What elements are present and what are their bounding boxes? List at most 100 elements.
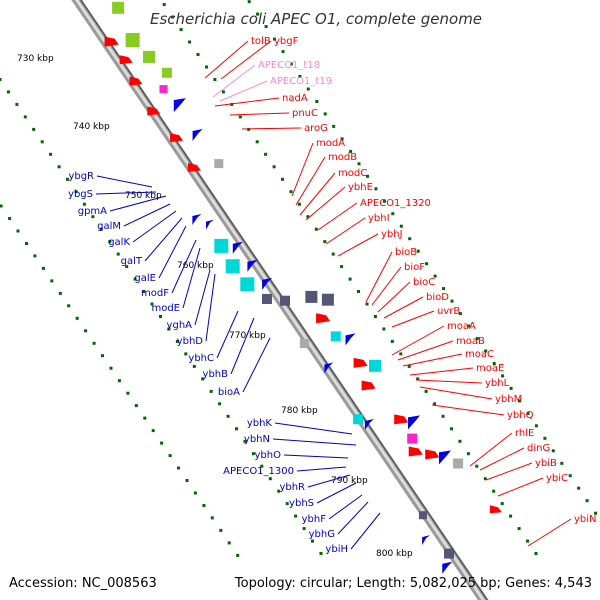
leader-line-moac (402, 353, 463, 367)
ring-dot (323, 240, 327, 244)
gene-arrow-forward (187, 163, 201, 172)
gene-label-modc: modC (338, 168, 367, 179)
ring-dot (357, 290, 360, 293)
ring-dot (509, 514, 513, 518)
gene-label-moac: moaC (465, 349, 494, 360)
ring-dot (450, 427, 453, 431)
leader-line-galk (132, 210, 177, 243)
gene-label-arog: aroG (304, 123, 328, 134)
ring-dot (306, 215, 310, 219)
gene-label-nada: nadA (282, 93, 308, 104)
gene-arrow-reverse (192, 214, 202, 225)
gene-label-ybhi: ybhI (368, 213, 390, 224)
leader-line-ding (479, 447, 525, 471)
ring-dot (399, 224, 403, 228)
ring-dot (458, 439, 462, 443)
gene-arrow-forward (104, 36, 119, 47)
ring-dot (277, 489, 281, 493)
ring-dot (243, 439, 247, 443)
ring-dot (15, 102, 19, 106)
gene-arrow-forward (425, 449, 440, 460)
ring-dot (302, 527, 306, 531)
gene-label-ding: dinG (527, 443, 550, 454)
gene-label-apeco1-1320: APECO1_1320 (360, 198, 431, 209)
ring-dot (408, 237, 412, 241)
ring-dot (517, 527, 521, 531)
ring-dot (331, 252, 335, 256)
gene-label-moaa: moaA (447, 321, 476, 332)
ring-dot (193, 491, 197, 495)
ring-dot (526, 411, 530, 415)
ring-dot (382, 199, 386, 203)
ring-dot (442, 287, 445, 291)
ring-dot (209, 389, 213, 393)
ring-dot (281, 177, 284, 181)
ring-dot (74, 190, 78, 194)
topology-text: Topology: circular; Length: 5,082,025 bp… (234, 576, 592, 591)
kbp-tick-label: 730 kbp (17, 54, 54, 64)
gene-label-modf: modF (141, 288, 169, 299)
ring-dot (294, 514, 298, 518)
leader-line-ybhm (419, 386, 493, 400)
gene-block (305, 290, 318, 303)
ring-dot (177, 466, 180, 470)
ring-dot (264, 152, 268, 156)
gene-label-ybic: ybiC (546, 473, 568, 484)
ring-dot (23, 115, 27, 119)
ring-dot (349, 149, 353, 153)
gene-block (330, 331, 341, 342)
ring-dot (133, 277, 137, 281)
ring-dot (151, 429, 155, 433)
gene-label-ybhn: ybhN (244, 434, 270, 445)
leader-line-mode (182, 247, 201, 309)
gene-block (262, 294, 272, 304)
gene-block (161, 67, 172, 78)
gene-block (143, 50, 155, 63)
ring-dot (179, 28, 183, 32)
ring-dot (256, 12, 260, 16)
ring-dot (117, 379, 121, 383)
leader-line-nada (214, 97, 280, 107)
ring-dots-layer (0, 0, 598, 557)
leader-line-bioa (242, 337, 271, 393)
ring-dot (32, 127, 36, 131)
ring-dot (57, 165, 61, 169)
label-leaders-layer (95, 40, 572, 550)
gene-block (159, 85, 168, 94)
ring-dot (66, 177, 69, 181)
leader-line-ybib (485, 462, 533, 481)
leader-line-ybhf (328, 494, 363, 520)
gene-arrow-reverse (192, 129, 203, 141)
leader-line-ybhg (337, 501, 369, 535)
gene-arrow-reverse (408, 415, 420, 430)
ring-dot (466, 452, 470, 456)
ring-dot (205, 65, 208, 69)
ring-dot (289, 190, 293, 194)
leader-line-galm (123, 203, 171, 227)
gene-label-galk: galK (108, 237, 130, 248)
leader-line-moda (291, 142, 314, 197)
gene-block (369, 359, 381, 372)
ring-dot (425, 262, 429, 266)
ring-dot (142, 290, 146, 293)
gene-arrow-forward (119, 55, 133, 65)
gene-arrow-forward (316, 313, 331, 324)
gene-label-ybhj: ybhJ (381, 229, 403, 240)
leader-line-gpma (109, 195, 167, 212)
ring-dot (391, 212, 395, 216)
gene-arrow-reverse (262, 277, 273, 290)
ring-dot (109, 366, 113, 370)
ring-dot (126, 391, 130, 395)
ring-dot (116, 252, 120, 256)
ring-dot (543, 436, 547, 440)
gene-label-galm: galM (97, 221, 121, 232)
kbp-tick-label: 740 kbp (73, 122, 110, 132)
ring-dot (247, 0, 251, 4)
ring-dot (467, 324, 471, 328)
gene-label-ybhg: ybhG (309, 529, 335, 540)
ring-dot (238, 115, 242, 119)
gene-label-modb: modB (328, 152, 357, 163)
leader-line-ybgf (220, 40, 272, 80)
ring-dot (236, 553, 240, 557)
leader-line-ybhi (325, 217, 366, 245)
